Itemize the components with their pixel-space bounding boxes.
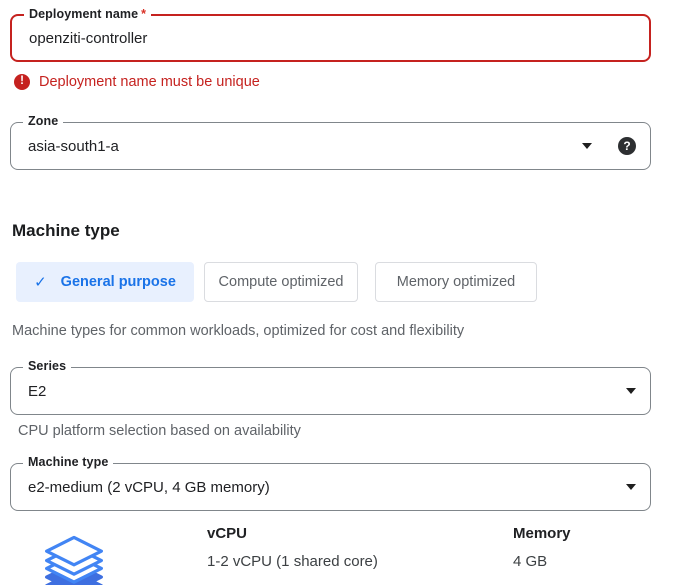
- tab-compute-optimized-label: Compute optimized: [218, 274, 344, 290]
- deployment-name-label: Deployment name*: [24, 7, 152, 21]
- machine-type-description: Machine types for common workloads, opti…: [12, 323, 465, 339]
- tab-compute-optimized[interactable]: Compute optimized: [204, 262, 358, 302]
- memory-header: Memory: [513, 525, 571, 542]
- deployment-name-field[interactable]: Deployment name*: [10, 7, 651, 62]
- vcpu-header: vCPU: [207, 525, 248, 542]
- machine-type-label: Machine type: [23, 455, 114, 469]
- zone-label: Zone: [23, 114, 64, 128]
- machine-type-value: e2-medium (2 vCPU, 4 GB memory): [28, 478, 270, 496]
- required-asterisk: *: [141, 7, 147, 21]
- tab-memory-optimized-label: Memory optimized: [396, 274, 516, 290]
- series-value: E2: [28, 382, 47, 400]
- machine-spec-summary: vCPU 1-2 vCPU (1 shared core) Memory 4 G…: [10, 518, 651, 585]
- deployment-name-input[interactable]: [29, 29, 635, 47]
- error-icon: !: [14, 74, 30, 90]
- machine-type-tabs: ✓ General purpose Compute optimized Memo…: [16, 262, 651, 302]
- series-helper-text: CPU platform selection based on availabi…: [18, 423, 301, 439]
- memory-column: Memory 4 GB: [513, 525, 571, 570]
- zone-dropdown-arrow-icon[interactable]: [582, 143, 592, 149]
- zone-value: asia-south1-a: [28, 137, 119, 155]
- memory-value: 4 GB: [513, 553, 548, 570]
- zone-select[interactable]: Zone asia-south1-a ?: [10, 114, 651, 170]
- tab-memory-optimized[interactable]: Memory optimized: [375, 262, 537, 302]
- zone-help-icon[interactable]: ?: [618, 137, 636, 155]
- vcpu-column: vCPU 1-2 vCPU (1 shared core): [207, 525, 378, 570]
- check-icon: ✓: [34, 273, 47, 291]
- vcpu-value: 1-2 vCPU (1 shared core): [207, 553, 378, 570]
- tab-general-purpose[interactable]: ✓ General purpose: [16, 262, 194, 302]
- stacked-layers-icon: [45, 535, 103, 585]
- series-select[interactable]: Series E2: [10, 359, 651, 415]
- deployment-name-label-text: Deployment name: [29, 7, 139, 21]
- error-message: Deployment name must be unique: [39, 74, 260, 90]
- machine-type-label-text: Machine type: [28, 455, 109, 469]
- series-label-text: Series: [28, 359, 67, 373]
- tab-general-purpose-label: General purpose: [60, 274, 176, 290]
- zone-label-text: Zone: [28, 114, 59, 128]
- machine-type-heading: Machine type: [12, 221, 120, 240]
- machine-type-select[interactable]: Machine type e2-medium (2 vCPU, 4 GB mem…: [10, 455, 651, 511]
- deployment-name-error: ! Deployment name must be unique: [14, 74, 651, 90]
- series-label: Series: [23, 359, 72, 373]
- series-dropdown-arrow-icon[interactable]: [626, 388, 636, 394]
- machine-type-dropdown-arrow-icon[interactable]: [626, 484, 636, 490]
